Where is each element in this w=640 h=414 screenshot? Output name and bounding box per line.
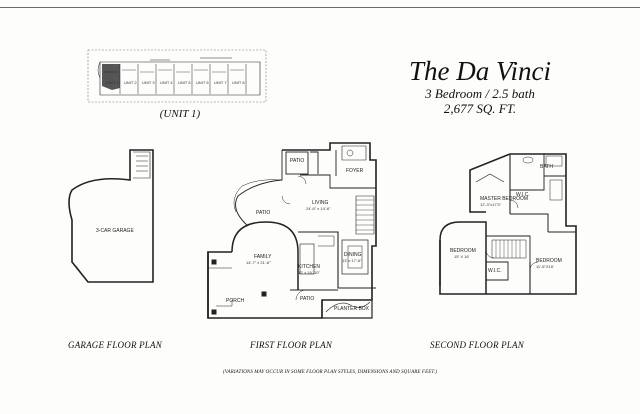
room-label-master-bedroom: MASTER BEDROOM bbox=[480, 196, 528, 202]
first-floor-plan bbox=[207, 142, 377, 319]
bedrooms-baths: 3 Bedroom / 2.5 bath bbox=[425, 86, 535, 101]
room-label-wic-left: W.I.C. bbox=[488, 268, 502, 274]
room-label-foyer: FOYER bbox=[346, 168, 364, 174]
key-plan-unit-tags: UNIT 1 UNIT 2 UNIT 3 UNIT 4 UNIT 5 UNIT … bbox=[106, 80, 245, 85]
garage-floor-plan bbox=[68, 149, 154, 283]
model-title: The Da Vinci bbox=[409, 56, 551, 86]
unit-tag: UNIT 4 bbox=[160, 80, 173, 85]
caption-garage: GARAGE FLOOR PLAN bbox=[68, 340, 162, 350]
room-dim-dining: 13' x 17'-6" bbox=[342, 258, 362, 263]
unit-1-highlight bbox=[102, 64, 120, 90]
room-label-living: LIVING bbox=[312, 200, 329, 206]
caption-second-floor: SECOND FLOOR PLAN bbox=[430, 340, 524, 350]
room-label-porch: PORCH bbox=[226, 298, 244, 304]
room-label-patio-top: PATIO bbox=[290, 158, 304, 164]
room-dim-living: 24'-6" x 14'-6" bbox=[306, 206, 331, 211]
unit-tag: UNIT 7 bbox=[214, 80, 227, 85]
caption-first-floor: FIRST FLOOR PLAN bbox=[250, 340, 333, 350]
room-label-family: FAMILY bbox=[254, 254, 272, 260]
room-dim-kitchen: 12' x 16'-10" bbox=[298, 270, 320, 275]
room-label-wic-master: W.I.C. bbox=[516, 192, 530, 198]
unit-tag: UNIT 6 bbox=[196, 80, 209, 85]
room-label-planter-box: PLANTER BOX bbox=[334, 306, 370, 312]
unit-tag: UNIT 2 bbox=[124, 80, 137, 85]
room-label-kitchen: KITCHEN bbox=[298, 264, 320, 270]
unit-tag: UNIT 5 bbox=[178, 80, 191, 85]
square-feet: 2,677 SQ. FT. bbox=[443, 101, 517, 116]
disclaimer: (VARIATIONS MAY OCCUR IN SOME FLOOR PLAN… bbox=[222, 370, 438, 375]
title-block: The Da Vinci 3 Bedroom / 2.5 bath 2,677 … bbox=[380, 56, 580, 116]
second-floor-plan bbox=[439, 153, 577, 295]
key-plan bbox=[87, 49, 267, 103]
unit-tag: UNIT 8 bbox=[232, 80, 245, 85]
room-dim-family: 14'-7" x 21'-6" bbox=[246, 260, 271, 265]
room-label-bedroom-left: BEDROOM bbox=[450, 248, 476, 254]
top-rule bbox=[0, 7, 640, 8]
unit-label: (UNIT 1) bbox=[159, 108, 201, 120]
unit-tag: UNIT 3 bbox=[142, 80, 155, 85]
unit-tag: UNIT 1 bbox=[106, 80, 119, 85]
room-label-dining: DINING bbox=[344, 252, 362, 258]
room-label-bedroom-right: BEDROOM bbox=[536, 258, 562, 264]
garage-room-label: 3-CAR GARAGE bbox=[96, 228, 134, 234]
room-dim-bedroom-left: 15' X 16' bbox=[454, 254, 470, 259]
room-label-bath: BATH bbox=[540, 164, 553, 170]
room-label-patio-left: PATIO bbox=[256, 210, 270, 216]
room-label-patio-bottom: PATIO bbox=[300, 296, 314, 302]
room-dim-bedroom-right: 11'-6"X15' bbox=[536, 264, 554, 269]
room-dim-master-bedroom: 12'-3"x17'3" bbox=[480, 202, 502, 207]
